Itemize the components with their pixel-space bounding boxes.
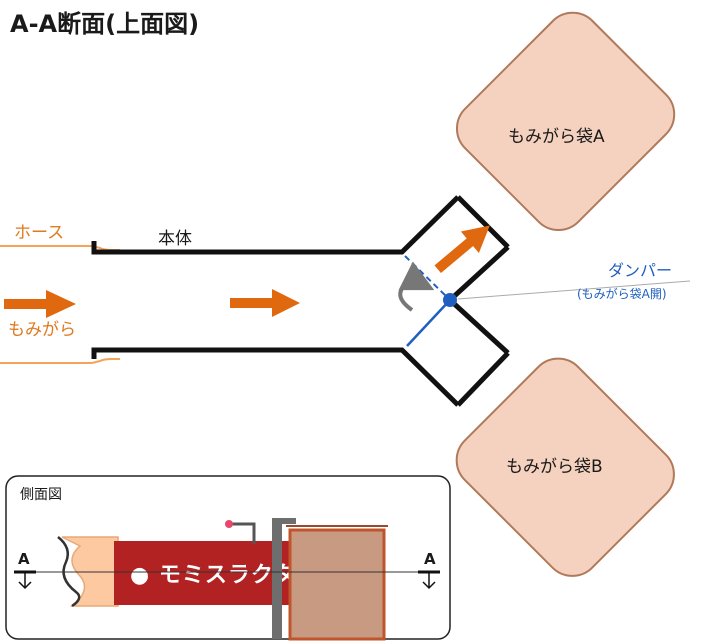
side-knob <box>225 520 233 528</box>
svg-text:A: A <box>424 550 436 568</box>
flow-arrow-body <box>230 289 300 317</box>
side-pole <box>230 522 256 544</box>
damper-pivot <box>443 293 457 307</box>
flow-arrow-to-bag-a <box>434 225 490 274</box>
momigara-label: もみがら <box>8 320 76 340</box>
body-label: 本体 <box>158 229 192 249</box>
svg-text:A: A <box>18 550 30 568</box>
damper-note: (もみがら袋A開) <box>577 286 667 301</box>
side-wall <box>272 518 282 639</box>
side-body <box>114 541 294 605</box>
section-mark-right: A <box>418 550 440 590</box>
bag-a <box>455 11 676 232</box>
section-mark-left: A <box>14 550 36 590</box>
hose-label: ホース <box>14 223 64 243</box>
bag-b <box>455 357 675 577</box>
page-title: A-A断面(上面図) <box>10 10 199 38</box>
damper-rotation-icon <box>398 261 435 312</box>
damper-label: ダンパー <box>608 261 672 280</box>
side-view-inset: 側面図 ● モミスラクタ A A <box>5 475 451 641</box>
damper-leader-line <box>457 280 691 300</box>
side-view-title: 側面図 <box>20 487 62 503</box>
main-body <box>91 195 510 407</box>
side-brand-text: ● モミスラクタ <box>130 563 296 588</box>
damper <box>404 255 457 347</box>
bag-a-label: もみがら袋A <box>508 127 605 147</box>
side-tank <box>288 528 386 641</box>
side-hose-cut <box>57 536 81 608</box>
flow-arrow-inlet <box>4 290 76 318</box>
bag-b-label: もみがら袋B <box>506 457 603 477</box>
